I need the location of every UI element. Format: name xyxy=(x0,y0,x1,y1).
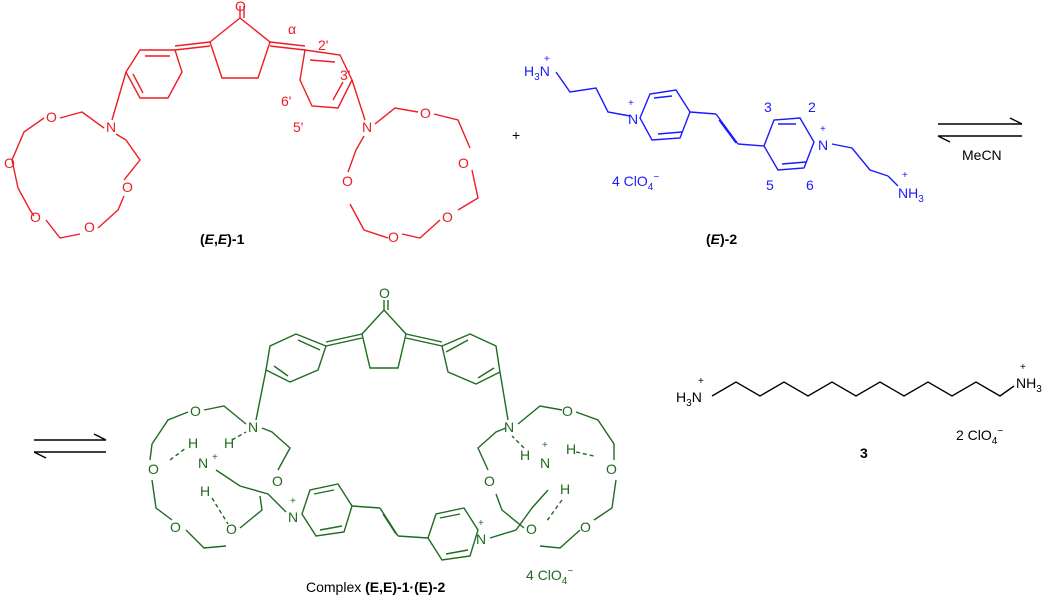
compound3-label: 3 xyxy=(860,445,868,461)
complex-crown-N-right: N xyxy=(504,419,514,435)
complex-carbonyl-O: O xyxy=(379,285,390,301)
equilibrium-arrow-bottom xyxy=(33,433,107,459)
pos-6: 6 xyxy=(806,177,814,193)
complex-pyridinium-N-left: N xyxy=(288,509,298,525)
equilibrium-arrow-top: MeCN xyxy=(937,117,1023,163)
alpha-label: α xyxy=(288,21,296,37)
pos-2prime: 2' xyxy=(318,37,328,53)
compound-E-2: H3N + N + N + NH3 + 3 2 5 6 4 ClO4− (E)-… xyxy=(524,54,924,247)
complex-O-r1: O xyxy=(562,403,573,419)
complex-O-l3: O xyxy=(170,519,181,535)
crown-O-left-1: O xyxy=(46,109,57,125)
svg-text:H3N: H3N xyxy=(524,63,550,83)
crown-O-right-1: O xyxy=(420,105,431,121)
svg-text:H: H xyxy=(560,481,570,497)
crown-O-left-3: O xyxy=(30,209,41,225)
svg-text:NH3: NH3 xyxy=(1016,375,1042,395)
solvent-label: MeCN xyxy=(962,147,1002,163)
svg-text:+: + xyxy=(290,496,296,507)
compound-EE-1: O α 2' 3' 6' 5' N O O O O O N xyxy=(4,0,479,247)
svg-text:+: + xyxy=(698,376,704,387)
complex-ammonium-N-left: N xyxy=(198,455,208,471)
crown-O-right-3: O xyxy=(442,209,453,225)
complex-ammonium-N-right: N xyxy=(540,455,550,471)
complex-O-r3: O xyxy=(580,519,591,535)
pos-5: 5 xyxy=(766,177,774,193)
crown-N-left: N xyxy=(106,119,116,135)
svg-text:H: H xyxy=(520,447,530,463)
svg-text:H: H xyxy=(566,441,576,457)
compound3-counterion: 2 ClO4− xyxy=(956,426,1003,447)
crown-O-right-5: O xyxy=(342,173,353,189)
complex-crown-N-left: N xyxy=(248,419,258,435)
pos-2: 2 xyxy=(808,99,816,115)
svg-text:+: + xyxy=(1020,362,1026,373)
svg-text:+: + xyxy=(212,452,218,463)
complex-O-l1: O xyxy=(190,403,201,419)
complex-O-l5: O xyxy=(272,473,283,489)
complex-counterion: 4 ClO4− xyxy=(526,566,573,587)
crown-N-right: N xyxy=(362,119,372,135)
complex-O-r2: O xyxy=(606,461,617,477)
svg-text:+: + xyxy=(820,124,826,135)
crown-O-right-2: O xyxy=(458,155,469,171)
svg-text:+: + xyxy=(542,440,548,451)
svg-text:NH3: NH3 xyxy=(898,185,924,205)
complex-O-r5: O xyxy=(484,473,495,489)
svg-text:+: + xyxy=(902,170,908,181)
crown-O-left-5: O xyxy=(122,179,133,195)
svg-text:H: H xyxy=(224,435,234,451)
complex-label: Complex (E,E)-1·(E)-2 xyxy=(306,579,445,595)
pos-5prime: 5' xyxy=(293,119,303,135)
complex-pyridinium-N-right: N xyxy=(476,531,486,547)
svg-text:H: H xyxy=(200,483,210,499)
crown-O-right-4: O xyxy=(388,229,399,245)
compound2-counterion: 4 ClO4− xyxy=(612,172,659,193)
plus-sign: + xyxy=(512,127,520,143)
crown-O-left-2: O xyxy=(4,155,15,171)
compound1-label: (E,E)-1 xyxy=(200,231,245,247)
svg-text:H: H xyxy=(188,435,198,451)
crown-O-left-4: O xyxy=(84,219,95,235)
svg-text:+: + xyxy=(478,518,484,529)
svg-text:H3N: H3N xyxy=(676,389,702,409)
complex-O-l4: O xyxy=(226,521,237,537)
pos-3: 3 xyxy=(764,99,772,115)
compound2-label: (E)-2 xyxy=(706,231,737,247)
svg-text:+: + xyxy=(544,54,550,65)
svg-text:N: N xyxy=(628,111,638,127)
svg-text:N: N xyxy=(818,137,828,153)
complex-O-l2: O xyxy=(148,461,159,477)
carbonyl-oxygen: O xyxy=(235,0,246,14)
compound-3: H3N + NH3 + 2 ClO4− 3 xyxy=(676,362,1042,461)
pos-3prime: 3' xyxy=(340,67,350,83)
complex-EE1-E2: O N O O O O O N + H H H xyxy=(148,285,617,595)
pos-6prime: 6' xyxy=(281,93,291,109)
svg-text:+: + xyxy=(628,98,634,109)
complex-O-r4: O xyxy=(526,521,537,537)
